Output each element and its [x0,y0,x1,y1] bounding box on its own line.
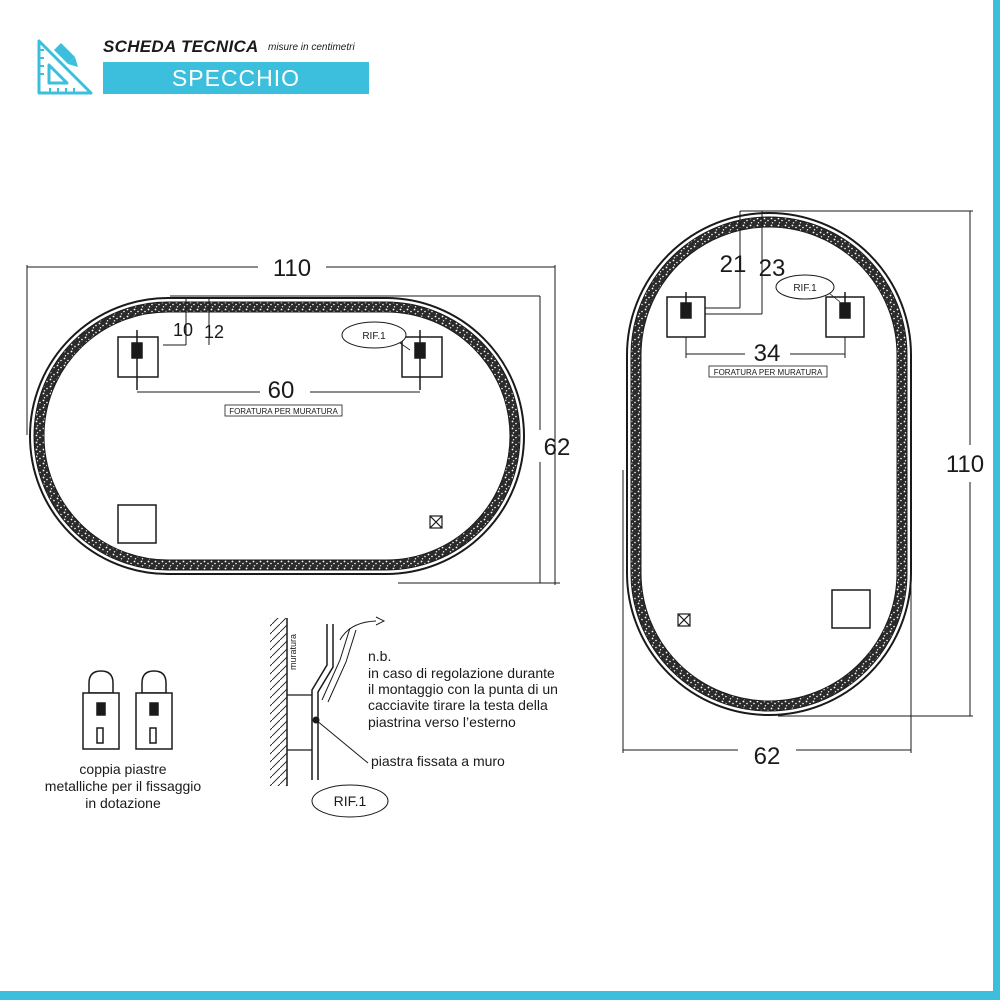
note-line-2: in caso di regolazione durante [368,665,555,681]
wall-bracket-right-vertical [825,292,865,338]
arrow-icon [339,616,386,641]
ref-tag-detail: RIF.1 [334,793,367,809]
mirror-frame-outer [29,297,525,575]
note-line-3: il montaggio con la punta di un [368,681,558,697]
wall-bracket-left [117,330,159,390]
ref-tag: RIF.1 [362,331,386,342]
mounting-plate-1 [82,670,120,750]
mirror-frame-outer-vertical [626,212,912,716]
control-box-vertical [831,589,871,629]
horizontal-mirror-view: 110 62 10 12 60 FORATURA PER MURATURA RI… [26,255,571,585]
dim-offset-a: 10 [173,320,193,340]
units-note: misure in centimetri [268,42,355,53]
frame-border-bottom [0,991,1000,1000]
drill-note-box-vertical [708,365,828,378]
wall-label: muratura [288,634,298,670]
touch-sensor-icon [429,515,443,529]
vertical-mirror-view: 62 110 21 23 34 FORATURA PER MURATURA RI… [622,210,984,770]
plate-profile [311,624,328,780]
wall-bracket-right [401,330,443,390]
dim-offset-b-vertical: 23 [759,255,786,282]
control-box [117,504,157,544]
dim-width: 110 [273,255,311,282]
dim-width-vertical: 62 [754,743,781,770]
note-line-1: n.b. [368,648,391,664]
wall-section-detail: muratura RIF.1 piastra fissata a muro n.… [270,616,558,818]
ref-tag-ellipse [341,321,407,349]
dim-offset-a-vertical: 21 [720,251,747,278]
frame-border-right [993,0,1000,1000]
drill-note: FORATURA PER MURATURA [229,407,338,416]
product-name: SPECCHIO [171,65,301,91]
drill-note-box [224,404,343,417]
plates-caption-3: in dotazione [85,795,161,811]
drill-note-vertical: FORATURA PER MURATURA [714,368,823,377]
wall-hatch [270,618,287,786]
note-line-4: cacciavite tirare la testa della [368,697,548,713]
ref-tag-ellipse-detail [311,784,389,818]
dim-hole-spacing: 60 [268,377,295,404]
ref-tag-vertical: RIF.1 [793,283,817,294]
title-band [103,62,369,94]
plates-caption-2: metalliche per il fissaggio [45,778,202,794]
mirror-led-band [33,301,521,571]
dim-height-vertical: 110 [946,451,984,478]
ref-tag-ellipse-vertical [775,274,835,300]
sheet-title: SCHEDA TECNICA [103,37,259,56]
touch-sensor-icon-vertical [677,613,691,627]
mirror-led-band-vertical [630,216,908,712]
wall-bracket-left-vertical [666,292,706,338]
plate-label: piastra fissata a muro [371,753,505,769]
dim-offset-b: 12 [204,322,224,342]
plates-caption-1: coppia piastre [79,761,166,777]
dim-hole-spacing-vertical: 34 [754,340,781,367]
dim-height: 62 [544,434,571,461]
note-line-5: piastrina verso l’esterno [368,714,516,730]
ruler-pencil-icon [37,39,93,95]
mounting-plate-2 [135,670,173,750]
